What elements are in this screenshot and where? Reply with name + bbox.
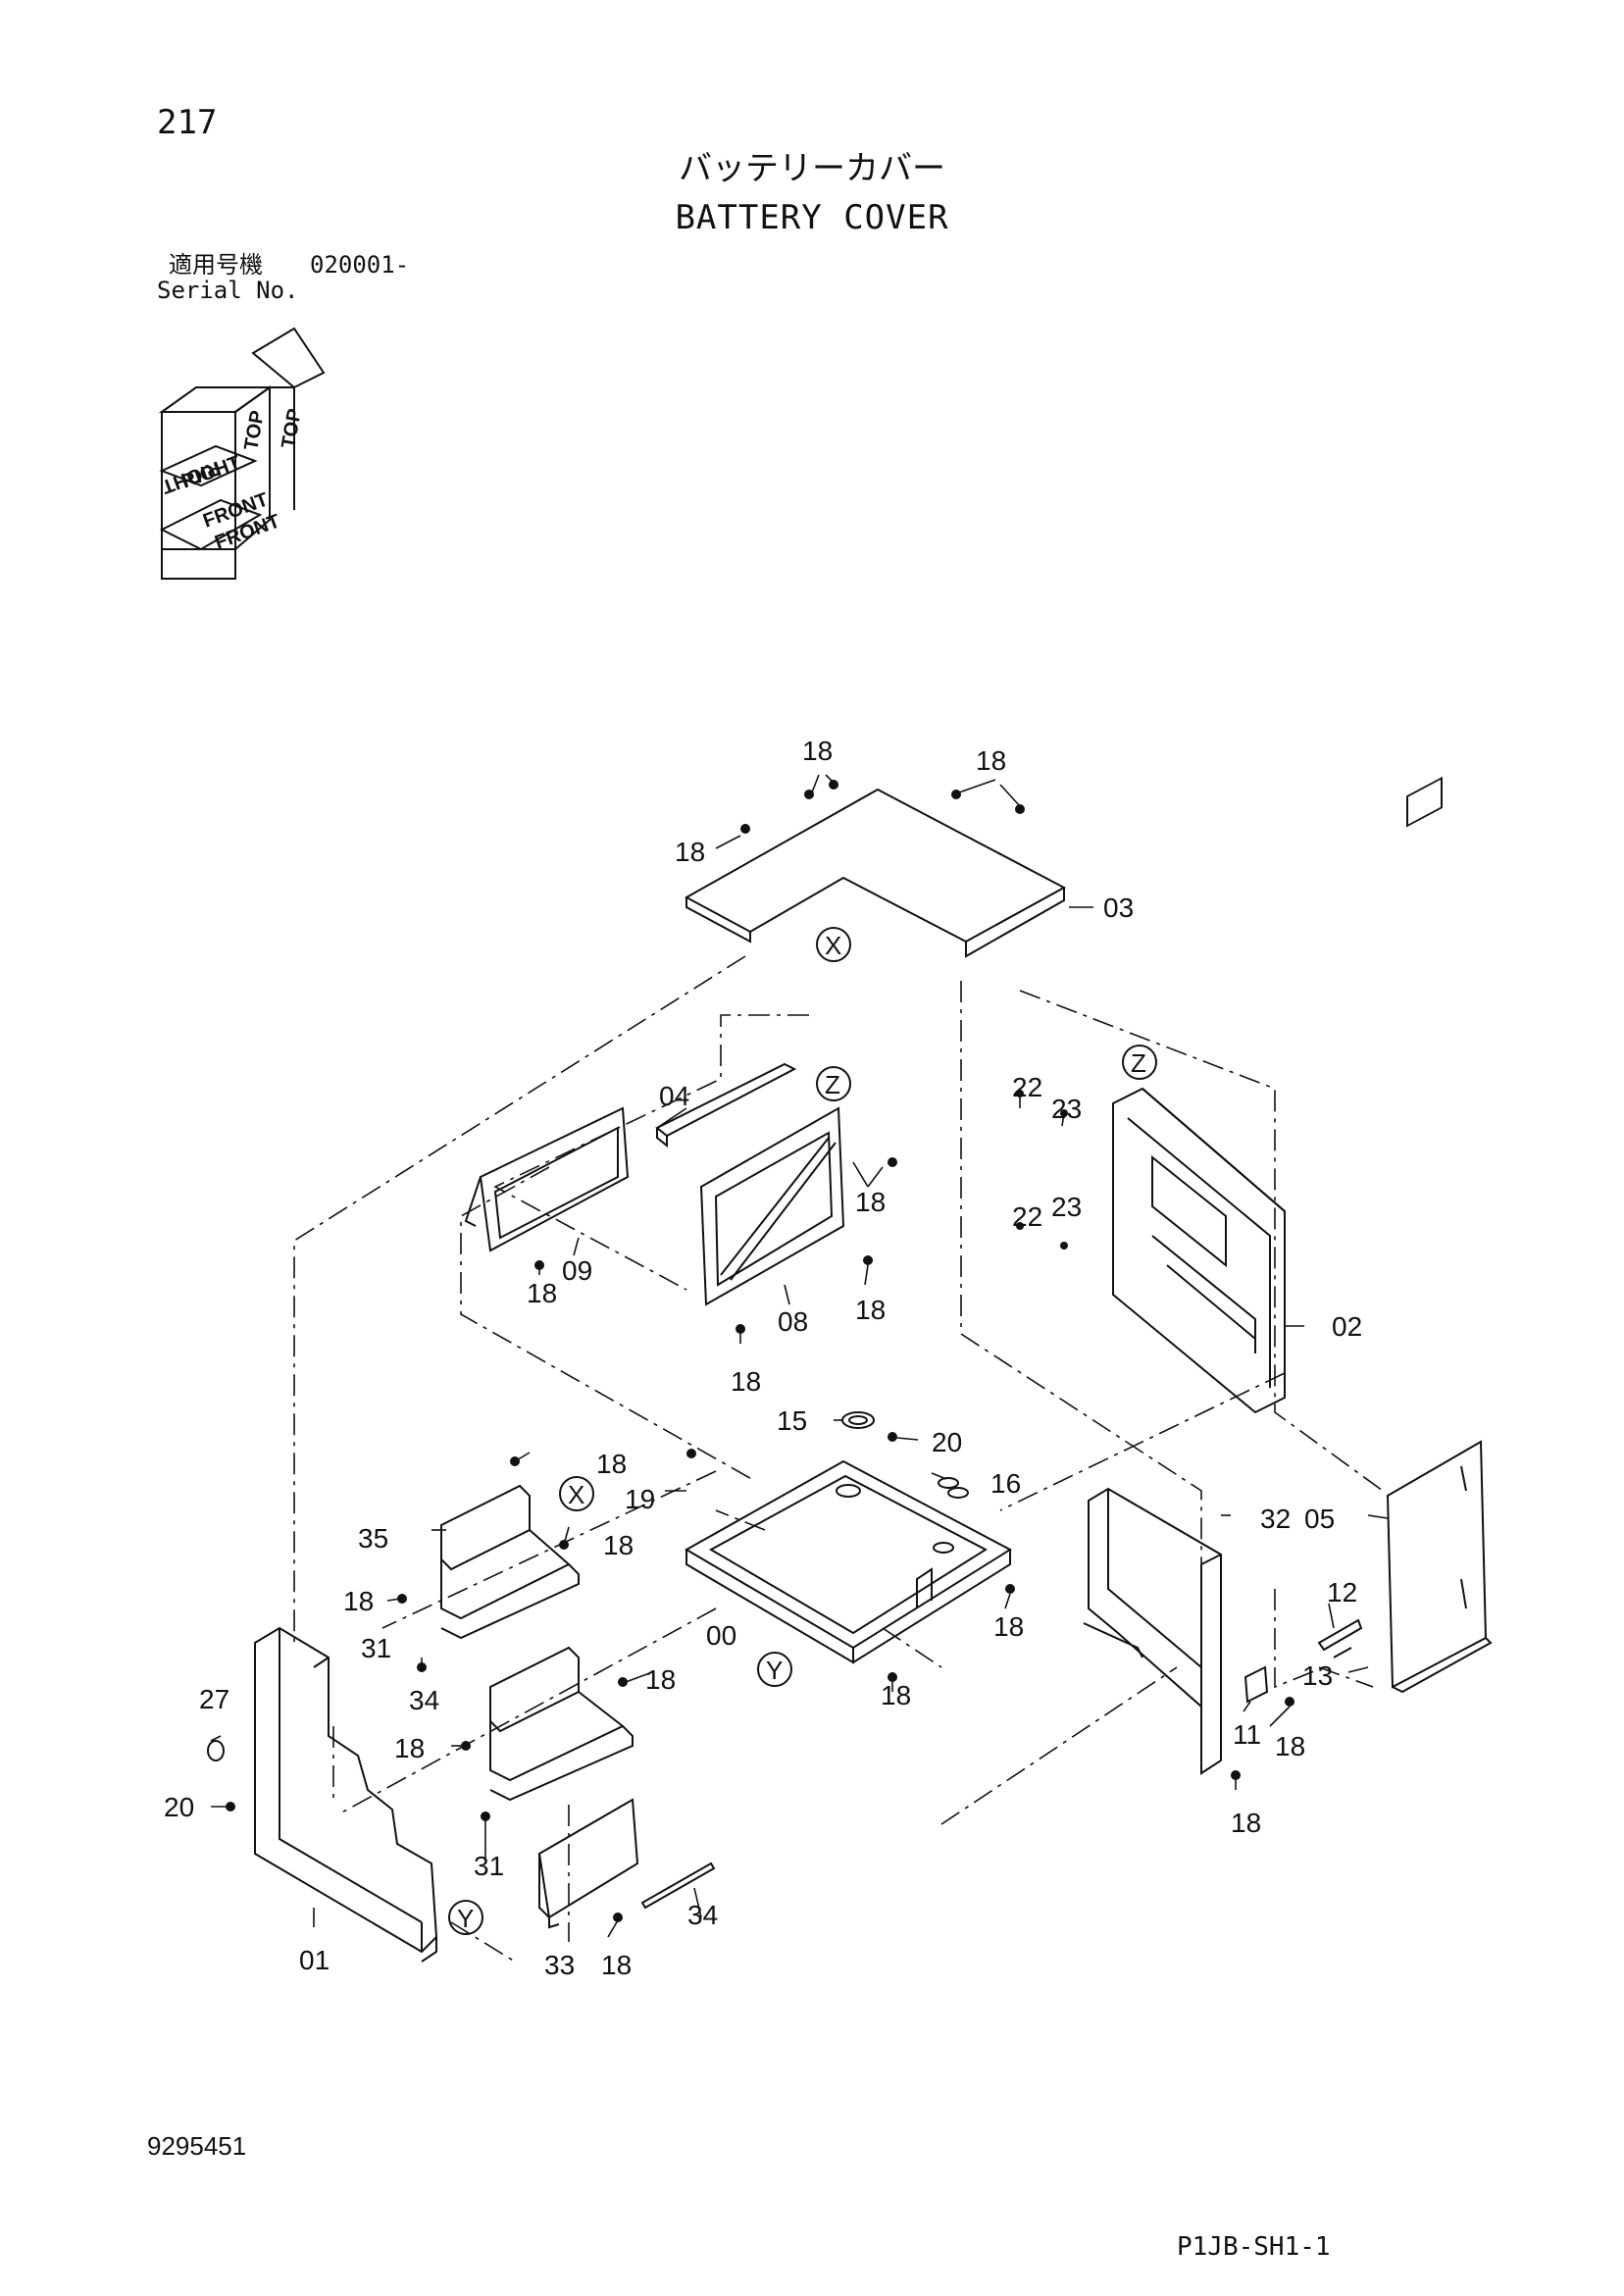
orientation-top-label: TOP — [240, 409, 269, 452]
serial-label-japanese: 適用号機 — [169, 251, 263, 279]
callout-label: 18 — [1231, 1808, 1261, 1838]
callout-label: 35 — [358, 1523, 388, 1554]
callout-label: 33 — [544, 1950, 575, 1980]
callout-label: 01 — [299, 1945, 330, 1975]
view-ref-y-cover: Y — [457, 1904, 474, 1933]
callout-label: 18 — [1275, 1731, 1305, 1761]
callout-label: 20 — [164, 1792, 194, 1822]
callout-label: 12 — [1327, 1577, 1357, 1607]
callout-label: 23 — [1051, 1094, 1082, 1124]
callout-labels: 18 18 18 03 04 22 23 22 23 18 09 18 08 1… — [164, 736, 1362, 1980]
view-ref-z-right: Z — [1131, 1048, 1146, 1078]
part-00-battery-tray — [684, 1459, 1013, 1664]
callout-label: 34 — [409, 1685, 439, 1715]
sheet-code: P1JB-SH1-1 — [1177, 2232, 1331, 2262]
callout-label: 18 — [645, 1664, 676, 1695]
callout-label: 27 — [199, 1684, 229, 1714]
callout-label: 16 — [990, 1468, 1021, 1499]
callout-label: 20 — [932, 1427, 962, 1457]
orientation-indicator: TOP TOP RIGHT RIGHT FRONT FRONT — [159, 327, 326, 580]
leader-lines — [293, 955, 1384, 1963]
callout-label: 18 — [343, 1586, 374, 1616]
callout-label: 18 — [731, 1366, 761, 1397]
callout-label: 02 — [1332, 1311, 1362, 1342]
part-03-top-cover — [684, 788, 1067, 958]
callout-label: 11 — [1233, 1719, 1261, 1750]
view-ref-y-tray: Y — [766, 1656, 783, 1685]
callout-label: 18 — [596, 1449, 627, 1479]
part-16-plugs — [938, 1477, 969, 1499]
callout-label: 15 — [777, 1405, 807, 1436]
fasteners — [226, 780, 1294, 1922]
callout-label: 18 — [993, 1611, 1024, 1642]
part-15-grommet — [841, 1411, 875, 1429]
callout-label: 18 — [675, 837, 705, 867]
callout-label: 31 — [361, 1633, 391, 1663]
view-ref-z-left: Z — [825, 1070, 840, 1099]
part-33-bracket — [537, 1798, 639, 1929]
callout-label: 04 — [659, 1081, 689, 1111]
serial-value: 020001- — [310, 251, 410, 279]
part-09-panel — [464, 1106, 630, 1252]
callout-label: 08 — [778, 1306, 808, 1337]
callout-label: 18 — [802, 736, 833, 766]
callout-label: 22 — [1012, 1201, 1042, 1232]
callout-leaders — [210, 774, 1389, 1938]
part-08-frame — [699, 1106, 845, 1306]
part-34-strip — [640, 1862, 716, 1910]
callout-label: 18 — [881, 1680, 911, 1710]
callout-label: 18 — [855, 1295, 886, 1325]
callout-label: 22 — [1012, 1072, 1042, 1102]
view-ref-x-top: X — [825, 931, 841, 960]
part-01-side-cover — [254, 1626, 438, 1963]
callout-label: 13 — [1302, 1660, 1333, 1691]
callout-label: 18 — [855, 1187, 886, 1217]
page-title: BATTERY COVER — [675, 198, 949, 237]
callout-label: 18 — [976, 745, 1006, 776]
callout-label: 31 — [474, 1851, 504, 1881]
callout-label: 19 — [625, 1484, 655, 1514]
orientation-top-label-2: TOP — [278, 407, 306, 450]
page-number: 217 — [157, 103, 218, 142]
title-japanese: バッテリーカバー — [679, 149, 945, 188]
callout-label: 32 — [1260, 1504, 1291, 1534]
part-34-bracket — [489, 1646, 634, 1802]
callout-label: 18 — [394, 1733, 425, 1763]
orientation-right-label-2: RIGHT — [159, 456, 224, 497]
callout-label: 18 — [527, 1278, 557, 1308]
callout-label: 23 — [1051, 1192, 1082, 1222]
callout-label: 34 — [687, 1900, 718, 1930]
part-05-door — [1386, 776, 1493, 1694]
document-number: 9295451 — [147, 2131, 247, 2161]
part-12-13-latch — [1317, 1618, 1363, 1658]
view-references: X Z Z X Y Y — [448, 927, 1157, 1935]
part-32-side-bracket — [1083, 1487, 1222, 1775]
callout-label: 09 — [562, 1255, 592, 1286]
part-02-side-panel — [1112, 1087, 1286, 1414]
callout-label: 03 — [1103, 893, 1134, 923]
part-35-bracket — [440, 1484, 580, 1640]
callout-label: 05 — [1304, 1504, 1335, 1534]
serial-label: Serial No. — [157, 277, 299, 304]
view-ref-x-bottom: X — [568, 1480, 584, 1509]
part-11-hinge — [1243, 1665, 1269, 1704]
part-27-grommet — [207, 1740, 225, 1761]
part-04-bracket — [655, 1062, 797, 1148]
callout-label: 18 — [603, 1530, 634, 1560]
callout-label: 18 — [601, 1950, 632, 1980]
callout-label: 00 — [706, 1620, 736, 1651]
